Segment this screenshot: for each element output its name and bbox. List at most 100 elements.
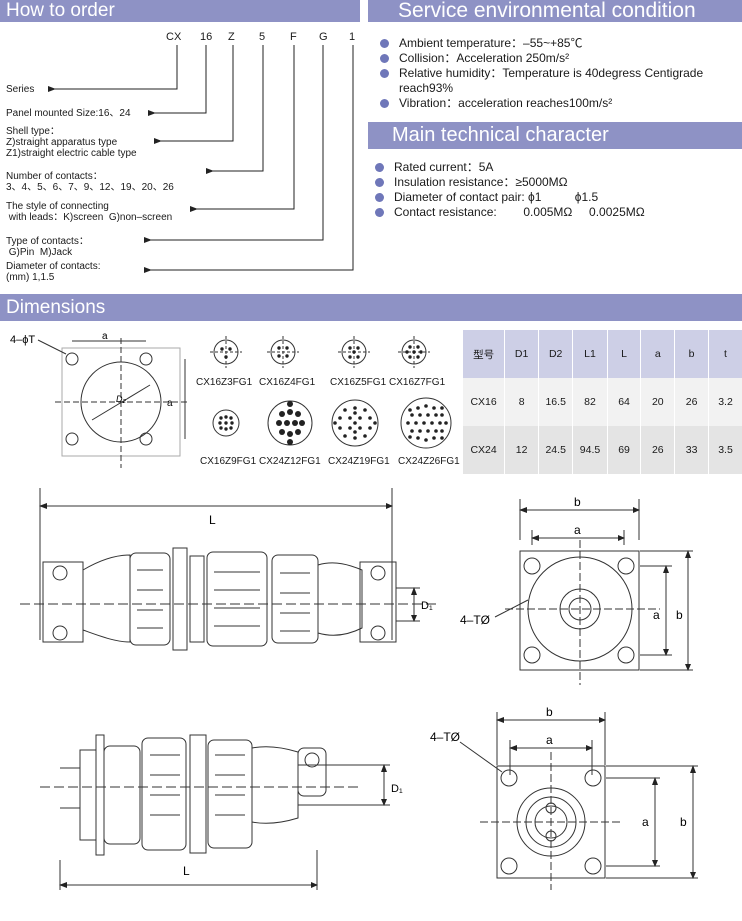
order-series: Series: [6, 84, 35, 95]
end-view-2: [459, 712, 698, 890]
dimension-table: 型号 D1 D2 L1 L a b t CX16 8 16.5 82 64 20…: [463, 330, 742, 474]
end1-b-side: b: [676, 608, 683, 622]
bullet-icon: [375, 178, 384, 187]
table-header: D2: [538, 330, 573, 378]
tech-item: Insulation resistance：≥5000MΩ: [372, 175, 732, 190]
end2-b-side: b: [680, 815, 687, 829]
table-cell: 69: [606, 426, 641, 474]
end2-a-label: a: [546, 733, 553, 747]
table-cell: 3.2: [707, 378, 742, 426]
connector-label: CX24Z12FG1: [259, 456, 321, 467]
table-header: 型号: [463, 330, 505, 378]
dimensions-title: Dimensions: [6, 297, 106, 318]
connector-label: CX24Z19FG1: [328, 456, 390, 467]
env-item: Ambient temperature：–55~+85℃: [377, 36, 737, 51]
code-shell: Z: [228, 31, 235, 43]
flange-d2: D₂: [116, 394, 126, 404]
table-header: L: [606, 330, 641, 378]
code-size: 16: [200, 31, 213, 43]
bullet-icon: [375, 193, 384, 202]
bullet-icon: [380, 99, 389, 108]
order-contact-diameter: Diameter of contacts: (mm) 1,1.5: [6, 261, 101, 283]
table-cell: CX24: [463, 426, 505, 474]
order-shell-type: Shell type： Z)straight apparatus type Z1…: [6, 126, 137, 159]
dimensions-header: Dimensions: [0, 294, 742, 321]
table-cell: 33: [674, 426, 709, 474]
order-panel-size: Panel mounted Size:16、24: [6, 108, 131, 119]
tech-item: Contact resistance: 0.005MΩ 0.0025MΩ: [372, 205, 732, 220]
main-tech-header: Main technical character: [368, 122, 742, 149]
table-row: CX16 8 16.5 82 64 20 26 3.2: [463, 378, 742, 426]
table-row: CX24 12 24.5 94.5 69 26 33 3.5: [463, 426, 742, 474]
flange-a-side: a: [167, 398, 173, 409]
service-env-header: Service environmental condition: [368, 0, 742, 22]
table-header: b: [674, 330, 709, 378]
table-cell: CX16: [463, 378, 505, 426]
code-connecting: F: [290, 31, 297, 43]
table-cell: 26: [640, 426, 675, 474]
order-arrows: [48, 45, 354, 273]
connector-label: CX16Z7FG1: [389, 377, 446, 388]
end1-a-label: a: [574, 523, 581, 537]
end2-4t-label: 4–TØ: [430, 730, 460, 744]
how-to-order-header: How to order: [0, 0, 360, 22]
main-tech-title: Main technical character: [392, 124, 609, 146]
connector-label: CX16Z4FG1: [259, 377, 316, 388]
code-contacts: 5: [259, 31, 266, 43]
main-tech-list: Rated current：5A Insulation resistance：≥…: [372, 160, 732, 220]
end2-b-label: b: [546, 705, 553, 719]
env-item: Vibration：acceleration reaches100m/s²: [377, 96, 737, 111]
table-header: a: [640, 330, 675, 378]
side-view-plug: [20, 488, 440, 651]
table-cell: 94.5: [572, 426, 608, 474]
table-header: t: [707, 330, 742, 378]
tech-item: Rated current：5A: [372, 160, 732, 175]
bullet-icon: [375, 163, 384, 172]
connector-label: CX24Z26FG1: [398, 456, 460, 467]
side-view-receptacle: [40, 734, 390, 890]
order-contacts-number: Number of contacts： 3、4、5、6、7、9、12、19、20…: [6, 171, 174, 193]
connector-faces: [210, 336, 452, 449]
table-cell: 26: [674, 378, 709, 426]
side1-d1-label: D₁: [421, 600, 433, 612]
side2-l-label: L: [183, 864, 190, 878]
table-header: L1: [572, 330, 608, 378]
table-cell: 12: [504, 426, 539, 474]
connector-label: CX16Z5FG1: [330, 377, 387, 388]
connector-label: CX16Z3FG1: [196, 377, 253, 388]
end1-b-label: b: [574, 495, 581, 509]
bullet-icon: [380, 69, 389, 78]
table-cell: 16.5: [538, 378, 573, 426]
side2-d1-label: D₁: [391, 783, 403, 795]
how-to-order-title: How to order: [6, 0, 115, 21]
connector-label: CX16Z9FG1: [200, 456, 257, 467]
end1-4t-label: 4–TØ: [460, 613, 490, 627]
table-cell: 24.5: [538, 426, 573, 474]
bullet-icon: [375, 208, 384, 217]
end1-a-side: a: [653, 608, 660, 622]
end-view-1: [494, 499, 693, 685]
flange-label: 4–ϕT: [10, 334, 35, 346]
flange-small-view: [37, 338, 190, 468]
order-connecting-style: The style of connecting with leads：K)scr…: [6, 201, 173, 223]
end2-a-side: a: [642, 815, 649, 829]
tech-item: Diameter of contact pair: ϕ1 ϕ1.5: [372, 190, 732, 205]
code-contact-type: G: [319, 31, 328, 43]
service-env-list: Ambient temperature：–55~+85℃ Collision：A…: [377, 36, 737, 111]
env-item: Relative humidity：Temperature is 40degre…: [377, 66, 737, 96]
flange-a-top: a: [102, 331, 108, 342]
bullet-icon: [380, 54, 389, 63]
env-item: Collision：Acceleration 250m/s²: [377, 51, 737, 66]
table-header: D1: [504, 330, 539, 378]
bullet-icon: [380, 39, 389, 48]
table-cell: 20: [640, 378, 675, 426]
order-contact-type: Type of contacts： G)Pin M)Jack: [6, 236, 89, 258]
table-cell: 64: [606, 378, 641, 426]
code-diameter: 1: [349, 31, 356, 43]
table-cell: 3.5: [707, 426, 742, 474]
code-cx: CX: [166, 31, 182, 43]
table-cell: 8: [504, 378, 539, 426]
connector-pins: [218, 345, 448, 445]
side1-l-label: L: [209, 513, 216, 527]
